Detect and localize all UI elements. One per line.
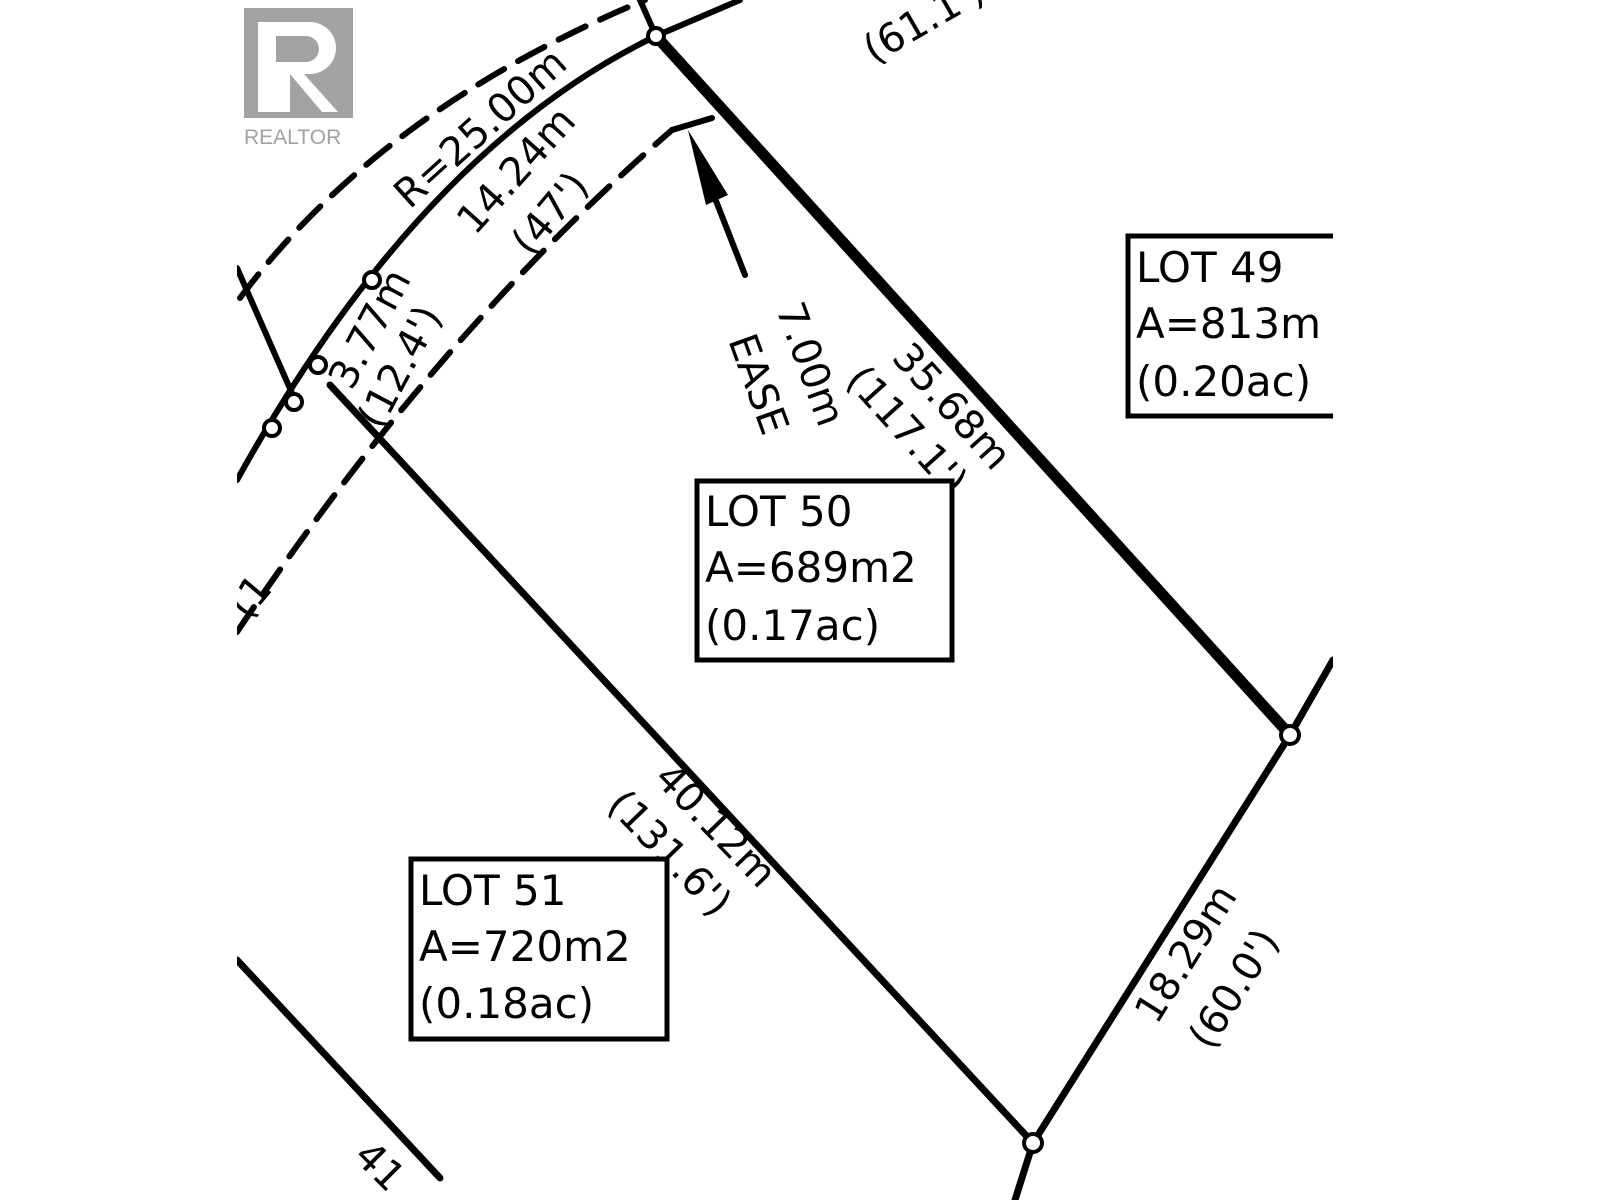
lot-acres: (0.17ac) <box>705 601 880 650</box>
lot-51-box: LOT 51 A=720m2 (0.18ac) <box>408 856 670 1042</box>
lot-acres: (0.18ac) <box>419 979 594 1028</box>
left-lot-line <box>234 265 298 403</box>
realtor-logo-overlay <box>244 8 353 118</box>
monument-circle <box>1022 1132 1044 1154</box>
monument-circle <box>362 270 382 290</box>
lot-49-box: LOT 49 A=813m (0.20ac) <box>1125 233 1346 419</box>
lot-area: A=720m2 <box>419 922 631 971</box>
monument-circle <box>262 418 282 438</box>
lot50-west-line <box>326 381 1037 1147</box>
monument-circle <box>308 355 328 375</box>
monument-circle <box>646 26 666 46</box>
easement-arrow-head <box>688 130 728 205</box>
realtor-wordmark: REALTOR <box>244 126 341 149</box>
lot-area: A=813m <box>1136 299 1321 348</box>
lot-name: LOT 49 <box>1136 243 1283 292</box>
lot-name: LOT 51 <box>419 866 566 915</box>
monument-circle <box>1279 724 1301 746</box>
road-dashed-arc <box>237 0 648 301</box>
easement-tick <box>669 115 715 133</box>
lot-name: LOT 50 <box>705 487 852 536</box>
easement-dashed-arc <box>234 127 675 635</box>
bottom-left-lot-line <box>233 956 444 1182</box>
lot-50-box: LOT 50 A=689m2 (0.17ac) <box>694 478 955 663</box>
lot49-rear-line <box>1286 656 1337 739</box>
lot-acres: (0.20ac) <box>1136 357 1311 406</box>
monument-circle <box>284 392 304 412</box>
lot50-east-line <box>650 30 1296 741</box>
lot-area: A=689m2 <box>705 543 917 592</box>
